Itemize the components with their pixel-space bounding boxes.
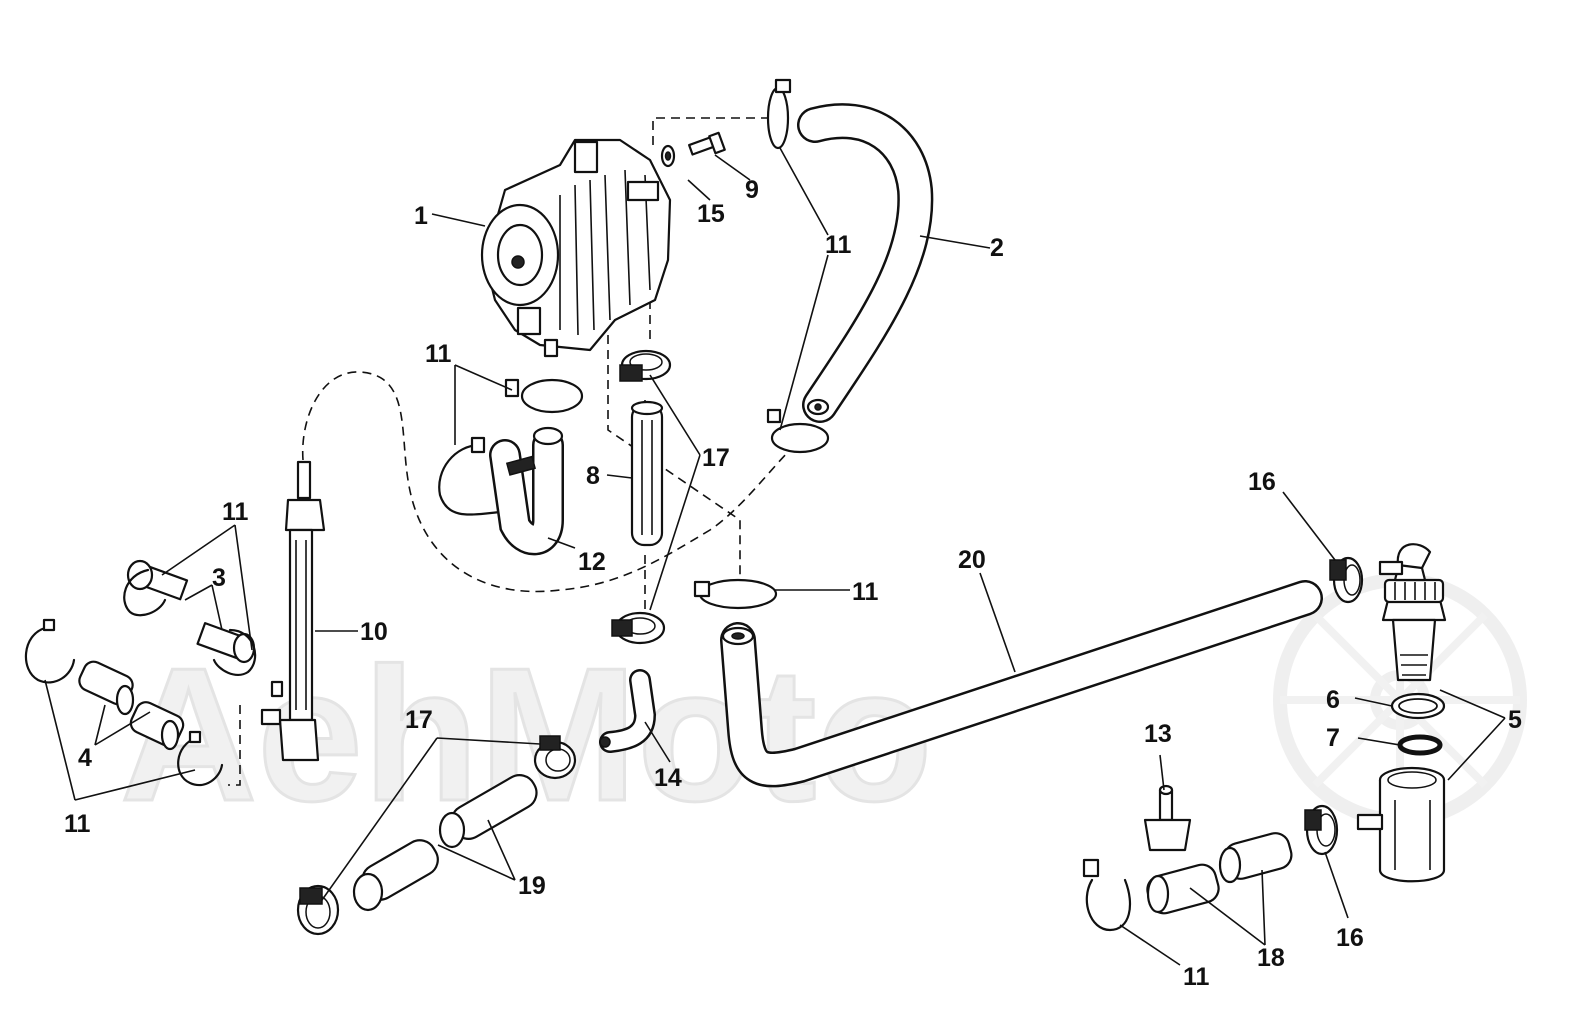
hose-clip xyxy=(1143,784,1192,852)
callout-6: 6 xyxy=(1326,686,1340,714)
hose-clamp-right-bottom xyxy=(1304,804,1339,856)
callout-9: 9 xyxy=(745,176,759,204)
hose-clamp-bottom-left xyxy=(296,884,340,936)
molded-fuel-hose xyxy=(797,103,934,423)
fuel-filter-top xyxy=(1378,543,1447,682)
tie-strap-bottom-right xyxy=(1082,858,1132,932)
tie-strap-mid xyxy=(693,578,778,610)
callout-11-mid-strap: 11 xyxy=(852,578,879,606)
o-ring xyxy=(1397,734,1443,756)
callout-11-hose-clips: 11 xyxy=(825,231,852,259)
leader-lines xyxy=(44,147,1506,966)
callout-19: 19 xyxy=(518,872,546,900)
callout-11-right-strap: 11 xyxy=(1183,963,1210,991)
hose-clamp-upper xyxy=(619,349,672,382)
hose-connector-upper xyxy=(126,559,256,664)
callout-14: 14 xyxy=(654,764,682,792)
long-fuel-hose xyxy=(720,580,1323,788)
elbow-fitting xyxy=(599,669,657,753)
fuel-pump xyxy=(480,138,672,358)
callout-20: 20 xyxy=(958,546,986,574)
clip-ring-low-left xyxy=(177,730,224,787)
screw xyxy=(688,131,726,156)
callout-16-top: 16 xyxy=(1248,468,1276,496)
hose-clamp-bottom-mid xyxy=(533,735,577,780)
callout-8: 8 xyxy=(586,462,600,490)
hose-coupler-left xyxy=(78,660,185,751)
tie-strap xyxy=(504,378,584,414)
clip-ring-left-top xyxy=(123,568,167,617)
callout-7: 7 xyxy=(1326,724,1340,752)
callout-16-bottom: 16 xyxy=(1336,924,1364,952)
hose-couplers-right xyxy=(1146,832,1293,915)
filter-gasket xyxy=(1390,692,1446,720)
tie-strap-loose xyxy=(438,436,502,516)
callout-15: 15 xyxy=(697,200,725,228)
hose-clamp-middle xyxy=(611,611,666,645)
callout-10: 10 xyxy=(360,618,388,646)
hose-clamp-right-top xyxy=(1329,556,1364,604)
callout-4: 4 xyxy=(78,744,92,772)
callout-1: 1 xyxy=(414,202,428,230)
callout-13: 13 xyxy=(1144,720,1172,748)
callout-17-lower: 17 xyxy=(405,706,433,734)
callout-18: 18 xyxy=(1257,944,1285,972)
elbow-hose xyxy=(489,426,564,556)
clear-fuel-line xyxy=(630,400,664,547)
washer xyxy=(660,144,676,168)
hose-pieces-bottom xyxy=(352,774,538,912)
clip-ring-far-left xyxy=(24,618,76,684)
callout-11-left-clips: 11 xyxy=(64,810,91,838)
callout-12: 12 xyxy=(578,548,606,576)
callout-2: 2 xyxy=(990,234,1004,262)
hose-clip-top xyxy=(766,78,792,150)
hose-clip-bottom xyxy=(766,408,830,454)
fuel-filter-bowl xyxy=(1356,766,1446,883)
callout-11-connector-clips: 11 xyxy=(222,498,249,526)
callout-17-upper: 17 xyxy=(702,444,730,472)
callout-numbers: 1 2 3 4 5 6 7 8 9 10 11 11 11 11 11 11 1… xyxy=(64,176,1522,991)
callout-5: 5 xyxy=(1508,706,1522,734)
fuel-line-assembly xyxy=(260,460,326,762)
callout-11-tie-straps: 11 xyxy=(425,340,452,368)
callout-3: 3 xyxy=(212,564,226,592)
clip-ring-left-mid xyxy=(212,628,257,677)
